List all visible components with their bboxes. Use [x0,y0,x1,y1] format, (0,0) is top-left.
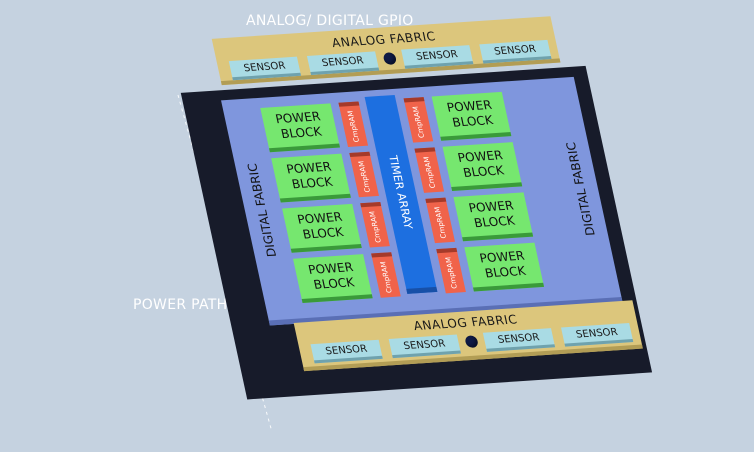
ram-block: CmpRAM [414,147,445,193]
top-sensor: SENSOR [228,56,302,81]
ram-block: CmpRAM [436,247,466,294]
ram-block: CmpRAM [403,97,434,143]
top-sensor: SENSOR [479,39,552,64]
ram-block: CmpRAM [349,151,379,198]
top-sensor: SENSOR [401,45,474,69]
bottom-sensor: SENSOR [388,334,461,359]
ram-block: CmpRAM [371,252,401,298]
ram-block: CmpRAM [338,101,369,147]
diagram-title: ANALOG/ DIGITAL GPIO [246,13,414,29]
ram-block: CmpRAM [360,201,390,248]
timer-array-label: TIMER ARRAY [385,154,415,230]
bottom-sensor: SENSOR [482,328,556,352]
bottom-connector-dot [464,335,479,349]
ram-block: CmpRAM [425,197,455,244]
power-path-label: POWER PATH [133,297,228,313]
bottom-sensor: SENSOR [310,339,383,364]
bottom-sensor: SENSOR [561,322,634,347]
top-sensor: SENSOR [306,51,380,76]
top-connector-dot [382,52,398,65]
